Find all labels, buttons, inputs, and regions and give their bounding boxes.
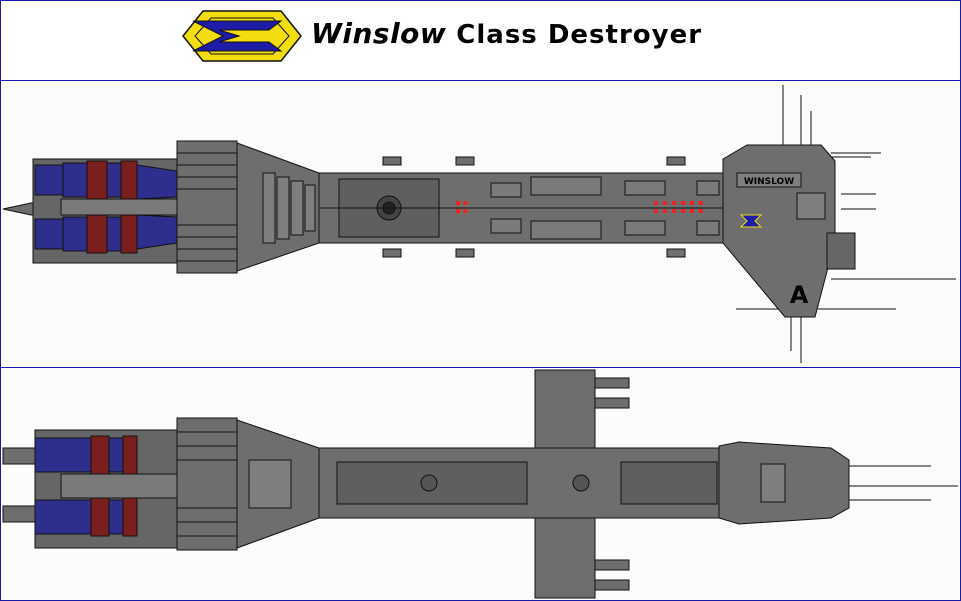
page-title: Winslow Class Destroyer [311, 17, 702, 57]
dorsal-view-panel: WINSLOW A [1, 81, 960, 368]
dorsal-view-drawing: WINSLOW A [2, 85, 956, 363]
ship-class-label: Class Destroyer [456, 20, 703, 50]
hull-name-plate: WINSLOW [744, 177, 794, 187]
ventral-view-drawing [2, 369, 958, 599]
ventral-view-panel [1, 368, 960, 600]
emblem-logo-icon [182, 10, 302, 62]
hull-letter: A [790, 281, 809, 309]
header: Winslow Class Destroyer [1, 1, 960, 81]
ship-name: Winslow [311, 17, 447, 50]
